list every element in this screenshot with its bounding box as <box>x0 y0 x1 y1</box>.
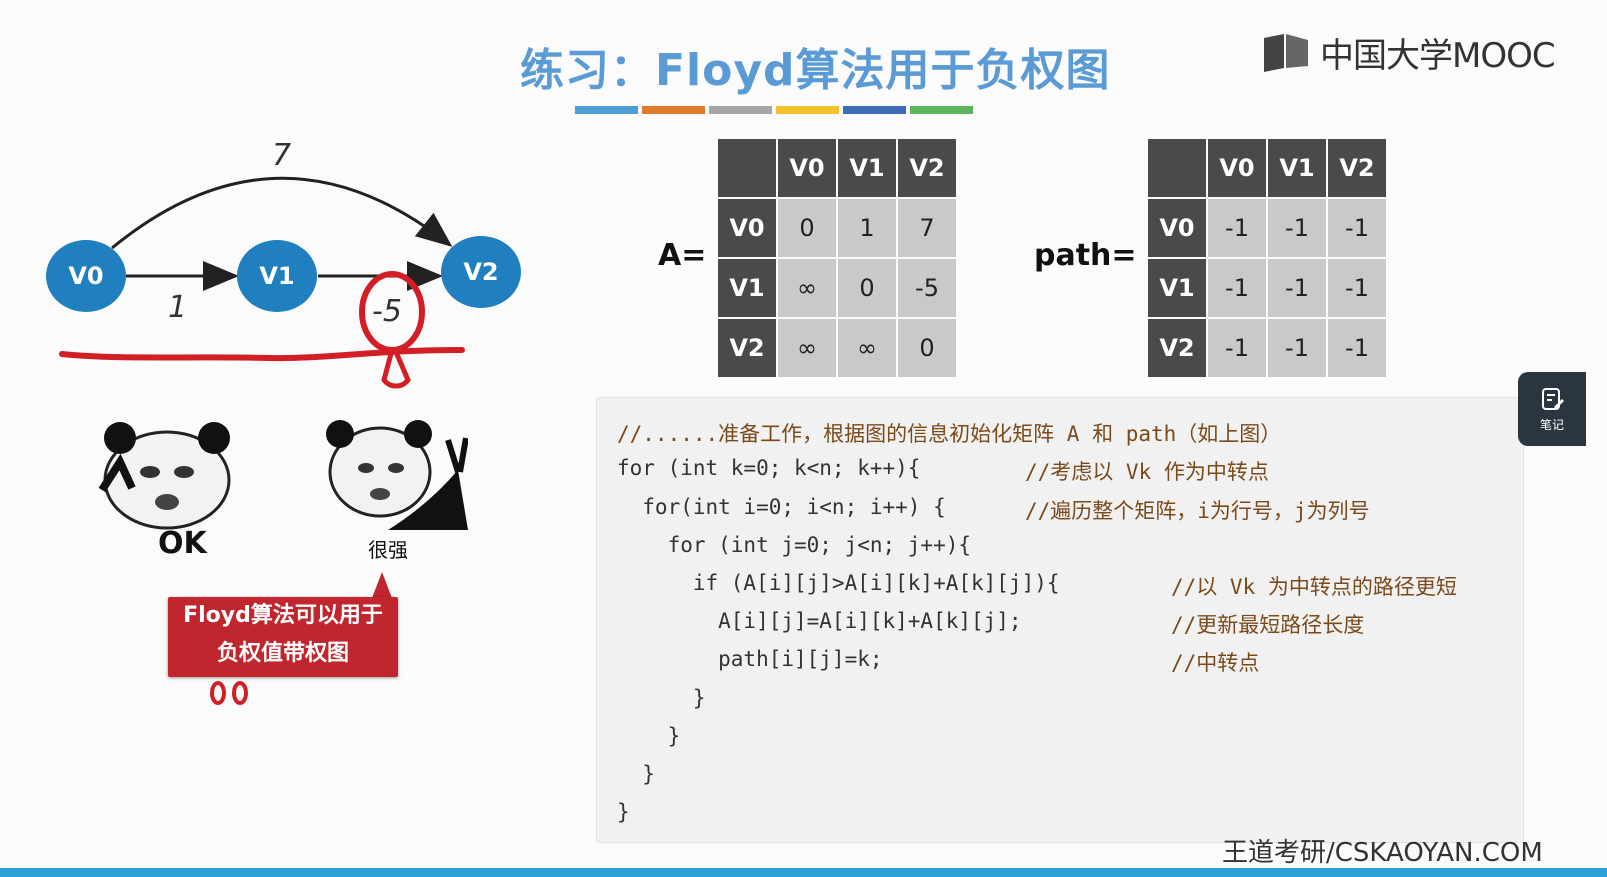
panda-meme-ok-image <box>98 422 231 530</box>
stripe <box>642 106 705 114</box>
matrix-a-col-header: V1 <box>838 139 896 197</box>
logo-text: 中国大学MOOC <box>1320 35 1556 76</box>
matrix-a-row-header: V0 <box>718 199 776 257</box>
code-comment: //遍历整个矩阵，i为行号，j为列号 <box>1025 499 1370 523</box>
code-line: } <box>617 762 655 786</box>
matrix-path-cell: -1 <box>1268 319 1326 377</box>
red-doodle-stroke <box>210 681 248 705</box>
stripe <box>776 106 839 114</box>
edge-v0-v2 <box>111 176 453 250</box>
code-block: //......准备工作，根据图的信息初始化矩阵 A 和 path（如上图） f… <box>596 397 1524 843</box>
callout-line-1: Floyd算法可以用于 <box>183 603 383 628</box>
matrix-a-cell: -5 <box>898 259 956 317</box>
callout-pointer <box>372 572 392 598</box>
code-line: } <box>617 724 681 748</box>
video-progress-bar[interactable] <box>0 868 1607 877</box>
matrix-a-cell: ∞ <box>778 319 836 377</box>
matrix-path-cell: -1 <box>1208 319 1266 377</box>
matrix-a-row-header: V1 <box>718 259 776 317</box>
matrix-path-header-row: V0 V1 V2 <box>1148 139 1386 197</box>
matrix-a-row: V0 0 1 7 <box>718 199 956 257</box>
callout-box: Floyd算法可以用于 负权值带权图 <box>168 597 398 677</box>
matrix-a-row-header: V2 <box>718 319 776 377</box>
matrix-a-cell: 1 <box>838 199 896 257</box>
code-line: for(int i=0; i<n; i++) { <box>617 495 946 519</box>
red-underline-stroke <box>59 347 465 362</box>
code-line: } <box>617 800 630 824</box>
matrix-path-cell: -1 <box>1328 259 1386 317</box>
stripe <box>910 106 973 114</box>
graph-node-v1: V1 <box>237 240 317 312</box>
matrix-a-cell: ∞ <box>838 319 896 377</box>
code-line: for (int j=0; j<n; j++){ <box>617 533 972 557</box>
weighted-graph: V0 V1 V2 7 1 -5 <box>40 130 540 400</box>
matrix-path-col-header: V1 <box>1268 139 1326 197</box>
code-comment: //更新最短路径长度 <box>1171 613 1365 637</box>
stripe <box>709 106 772 114</box>
callout-line-2: 负权值带权图 <box>216 641 349 666</box>
matrix-a-table: V0 V1 V2 V0 0 1 7 V1 ∞ 0 -5 V2 ∞ ∞ 0 <box>716 137 958 379</box>
code-comment: //以 Vk 为中转点的路径更短 <box>1171 575 1457 599</box>
matrix-path-cell: -1 <box>1208 199 1266 257</box>
panda-meme-strong-image <box>326 420 468 530</box>
matrix-a-cell: 7 <box>898 199 956 257</box>
edge-weight-v1-v2: -5 <box>372 294 402 329</box>
matrix-path-corner <box>1148 139 1206 197</box>
matrix-a-header-row: V0 V1 V2 <box>718 139 956 197</box>
matrix-path-col-header: V0 <box>1208 139 1266 197</box>
code-comment: //中转点 <box>1171 651 1260 675</box>
matrix-a-cell: 0 <box>838 259 896 317</box>
code-comment: //考虑以 Vk 作为中转点 <box>1025 460 1269 484</box>
matrix-path-label: path= <box>1034 238 1137 273</box>
code-line: for (int k=0; k<n; k++){ <box>617 456 921 480</box>
title-stripes <box>575 106 973 114</box>
book-logo-icon <box>1264 34 1308 72</box>
matrix-path-row: V0 -1 -1 -1 <box>1148 199 1386 257</box>
matrix-path-cell: -1 <box>1328 319 1386 377</box>
matrix-path-row-header: V1 <box>1148 259 1206 317</box>
matrix-a-col-header: V0 <box>778 139 836 197</box>
code-line: A[i][j]=A[i][k]+A[k][j]; <box>617 609 1022 633</box>
matrix-a-cell: 0 <box>778 199 836 257</box>
matrix-path-cell: -1 <box>1328 199 1386 257</box>
edge-weight-v0-v1: 1 <box>168 290 188 325</box>
edge-weight-v0-v2: 7 <box>272 138 292 173</box>
matrix-path-col-header: V2 <box>1328 139 1386 197</box>
matrix-a-row: V2 ∞ ∞ 0 <box>718 319 956 377</box>
matrix-a-label: A= <box>658 238 707 273</box>
matrix-path-row-header: V2 <box>1148 319 1206 377</box>
matrix-path-row: V1 -1 -1 -1 <box>1148 259 1386 317</box>
graph-node-v0: V0 <box>46 240 126 312</box>
red-loop-stroke <box>381 349 411 389</box>
matrix-path-cell: -1 <box>1268 199 1326 257</box>
code-line: //......准备工作，根据图的信息初始化矩阵 A 和 path（如上图） <box>617 422 1282 446</box>
meme-caption-ok: OK <box>158 526 207 561</box>
stripe <box>575 106 638 114</box>
matrix-a-col-header: V2 <box>898 139 956 197</box>
notes-label: 笔记 <box>1539 417 1564 432</box>
graph-edges <box>59 176 465 389</box>
footer-watermark: 王道考研/CSKAOYAN.COM <box>1222 838 1543 868</box>
code-line: } <box>617 686 706 710</box>
code-line: path[i][j]=k; <box>617 647 883 671</box>
notes-button[interactable]: 笔记 <box>1518 372 1586 446</box>
matrix-a-cell: ∞ <box>778 259 836 317</box>
matrix-path-table: V0 V1 V2 V0 -1 -1 -1 V1 -1 -1 -1 V2 -1 -… <box>1146 137 1388 379</box>
matrix-path-cell: -1 <box>1208 259 1266 317</box>
meme-caption-strong: 很强 <box>368 538 408 562</box>
matrix-path-cell: -1 <box>1268 259 1326 317</box>
matrix-a-cell: 0 <box>898 319 956 377</box>
note-edit-icon <box>1542 387 1564 410</box>
matrix-path-row-header: V0 <box>1148 199 1206 257</box>
code-line: if (A[i][j]>A[i][k]+A[k][j]){ <box>617 571 1060 595</box>
stripe <box>843 106 906 114</box>
graph-node-v2: V2 <box>441 236 521 308</box>
mooc-logo: 中国大学MOOC <box>1262 30 1556 76</box>
matrix-path-row: V2 -1 -1 -1 <box>1148 319 1386 377</box>
slide-title: 练习：Floyd算法用于负权图 <box>520 45 1111 96</box>
matrix-a-corner <box>718 139 776 197</box>
matrix-a-row: V1 ∞ 0 -5 <box>718 259 956 317</box>
